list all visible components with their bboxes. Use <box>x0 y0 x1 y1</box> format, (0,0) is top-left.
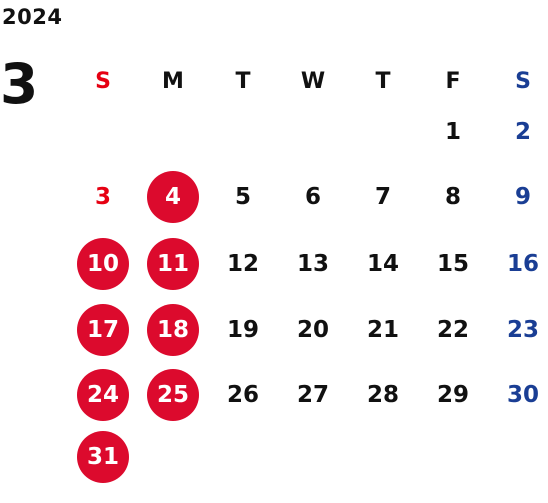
day-cell: 25 <box>138 362 208 427</box>
holiday-day-18: 18 <box>147 303 199 356</box>
empty-day-cell <box>278 427 348 487</box>
day-cell: 9 <box>488 163 548 230</box>
day-cell: 3 <box>68 163 138 230</box>
day-number-22: 22 <box>436 316 469 343</box>
weekday-header-sunday: S <box>95 68 111 94</box>
day-number-20: 20 <box>296 316 329 343</box>
day-cell: 5 <box>208 163 278 230</box>
holiday-day-24: 24 <box>77 368 129 421</box>
empty-day-cell <box>488 427 548 487</box>
day-cell: 19 <box>208 297 278 362</box>
day-cell: 4 <box>138 163 208 230</box>
day-number-13: 13 <box>296 250 329 277</box>
day-number-27: 27 <box>296 381 329 408</box>
day-cell: 2 <box>488 100 548 163</box>
day-cell: 17 <box>68 297 138 362</box>
day-cell: 8 <box>418 163 488 230</box>
empty-day-cell <box>68 100 138 163</box>
empty-day-cell <box>208 100 278 163</box>
day-cell: 7 <box>348 163 418 230</box>
month-label: 3 <box>0 52 39 116</box>
day-cell: 22 <box>418 297 488 362</box>
empty-day-cell <box>278 100 348 163</box>
empty-day-cell <box>208 427 278 487</box>
day-number-8: 8 <box>444 183 461 210</box>
day-cell: 28 <box>348 362 418 427</box>
day-number-12: 12 <box>226 250 259 277</box>
holiday-day-17: 17 <box>77 303 129 356</box>
weekday-header-wednesday: W <box>300 68 326 94</box>
day-cell: 21 <box>348 297 418 362</box>
day-number-5: 5 <box>234 183 251 210</box>
day-number-30: 30 <box>506 381 539 408</box>
day-number-29: 29 <box>436 381 469 408</box>
day-number-28: 28 <box>366 381 399 408</box>
day-cell: 20 <box>278 297 348 362</box>
holiday-day-4: 4 <box>147 170 199 223</box>
empty-day-cell <box>348 100 418 163</box>
day-number-1: 1 <box>444 118 461 145</box>
empty-day-cell <box>138 427 208 487</box>
holiday-day-11: 11 <box>147 237 199 290</box>
day-number-7: 7 <box>374 183 391 210</box>
day-cell: 26 <box>208 362 278 427</box>
weekday-header-monday: M <box>162 68 184 94</box>
weekday-header-saturday: S <box>515 68 531 94</box>
day-cell: 29 <box>418 362 488 427</box>
day-number-21: 21 <box>366 316 399 343</box>
weekday-header-tuesday: T <box>235 68 251 94</box>
day-cell: 12 <box>208 230 278 297</box>
day-number-6: 6 <box>304 183 321 210</box>
day-number-2: 2 <box>514 118 531 145</box>
day-cell: 27 <box>278 362 348 427</box>
empty-day-cell <box>348 427 418 487</box>
day-cell: 11 <box>138 230 208 297</box>
day-number-19: 19 <box>226 316 259 343</box>
day-cell: 14 <box>348 230 418 297</box>
weekday-header-friday: F <box>445 68 461 94</box>
holiday-day-31: 31 <box>77 431 129 483</box>
day-cell: 23 <box>488 297 548 362</box>
day-cell: 18 <box>138 297 208 362</box>
empty-day-cell <box>138 100 208 163</box>
day-number-16: 16 <box>506 250 539 277</box>
day-number-23: 23 <box>506 316 539 343</box>
day-cell: 10 <box>68 230 138 297</box>
day-number-26: 26 <box>226 381 259 408</box>
day-cell: 31 <box>68 427 138 487</box>
day-number-9: 9 <box>514 183 531 210</box>
empty-day-cell <box>418 427 488 487</box>
day-cell: 16 <box>488 230 548 297</box>
day-cell: 6 <box>278 163 348 230</box>
day-number-15: 15 <box>436 250 469 277</box>
day-cell: 15 <box>418 230 488 297</box>
holiday-day-25: 25 <box>147 368 199 421</box>
day-cell: 13 <box>278 230 348 297</box>
day-cell: 30 <box>488 362 548 427</box>
day-number-3: 3 <box>94 183 111 210</box>
year-label: 2024 <box>2 5 63 29</box>
weekday-header-thursday: T <box>375 68 391 94</box>
day-number-14: 14 <box>366 250 399 277</box>
day-cell: 1 <box>418 100 488 163</box>
holiday-day-10: 10 <box>77 237 129 290</box>
day-cell: 24 <box>68 362 138 427</box>
